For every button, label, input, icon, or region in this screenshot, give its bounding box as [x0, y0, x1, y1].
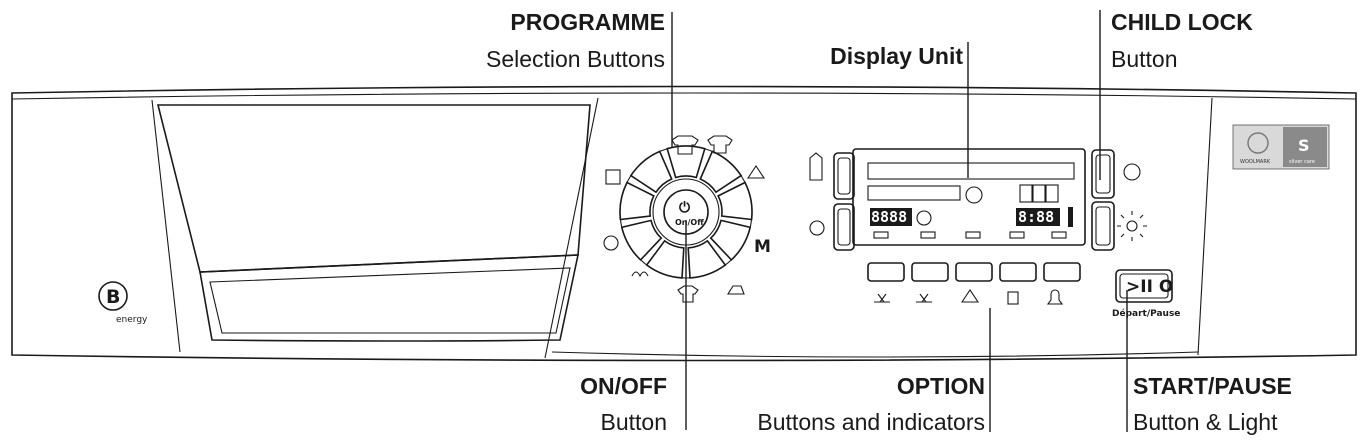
mix-icon — [605, 169, 621, 185]
child-lock-indicator-icon — [965, 186, 983, 204]
time-right-display — [1016, 208, 1060, 226]
start-pause-callout-subtitle: Button & Light — [1133, 409, 1278, 435]
programme-button[interactable] — [645, 239, 685, 279]
option-callout-title: OPTION — [896, 373, 985, 399]
shirt-bottom-icon — [677, 285, 699, 303]
child-lock-callout-title: CHILD LOCK — [1111, 9, 1253, 35]
programme-button[interactable] — [619, 181, 655, 221]
spin-speed-icon — [809, 152, 823, 181]
rinse-icon — [960, 289, 980, 303]
care-logos: WOOLMARK S silver care — [1232, 124, 1330, 170]
option-callout-subtitle: Buttons and indicators — [757, 409, 985, 435]
programme-icons: M — [603, 135, 771, 303]
silver-care-text: silver care — [1289, 159, 1315, 165]
intensive-icon — [916, 293, 932, 303]
prewash-icon — [874, 293, 890, 303]
start-pause-text: Départ/Pause — [1112, 308, 1180, 319]
delay-start-icon — [809, 220, 825, 236]
time-left-digits: 8888 — [871, 208, 907, 226]
shirt-outline-icon — [707, 135, 733, 154]
wool-icon — [603, 235, 619, 251]
detergent-icon — [1007, 291, 1019, 305]
panel-inner-top — [11, 92, 1357, 100]
power-icon: ⏻ — [679, 200, 690, 216]
woolmark-text: WOOLMARK — [1240, 159, 1271, 165]
option-button[interactable] — [867, 262, 905, 282]
programme-button[interactable] — [666, 145, 706, 179]
delay-indicator-icon — [916, 210, 932, 226]
option-icons — [874, 289, 1064, 305]
time-right-digits: 8:88 — [1018, 208, 1054, 226]
light-icon — [1117, 211, 1147, 241]
on-off-callout-subtitle: Button — [600, 409, 668, 435]
energy-letter: B — [106, 286, 120, 308]
energy-badge: B energy — [98, 281, 148, 325]
programme-callout-title: PROGRAMME — [510, 9, 665, 35]
memory-programme-label: M — [754, 237, 771, 257]
silk-icon — [631, 271, 649, 278]
panel-outline — [11, 85, 1357, 362]
child-lock-icon — [1123, 163, 1141, 181]
programme-button[interactable] — [687, 239, 727, 279]
energy-text: energy — [116, 315, 148, 325]
child-lock-button[interactable] — [1091, 149, 1115, 199]
shirt-icon — [671, 135, 699, 155]
programme-button[interactable] — [717, 181, 753, 221]
option-button[interactable] — [955, 262, 993, 282]
time-left-display — [870, 208, 912, 226]
programme-button[interactable] — [709, 219, 752, 262]
on-off-button-text: On/Off — [675, 218, 704, 227]
light-button[interactable] — [1091, 201, 1115, 251]
silver-care-icon: S — [1298, 136, 1310, 155]
programme-dial-segments — [619, 145, 753, 279]
start-pause-button[interactable]: >II O — [1115, 269, 1173, 303]
iron-icon — [727, 285, 745, 295]
option-button[interactable] — [1043, 262, 1081, 282]
woolmark-icon — [1247, 132, 1269, 154]
option-button[interactable] — [911, 262, 949, 282]
child-lock-callout-subtitle: Button — [1111, 46, 1178, 72]
display-unit: 8888 8:88 — [852, 148, 1086, 246]
alarm-bell-icon — [1046, 289, 1064, 305]
detergent-drawer[interactable] — [156, 104, 591, 342]
programme-callout-subtitle: Selection Buttons — [485, 46, 665, 72]
option-buttons — [867, 262, 1081, 282]
option-button[interactable] — [999, 262, 1037, 282]
start-pause-symbol: >II O — [1126, 277, 1173, 297]
start-pause-callout-title: START/PAUSE — [1133, 373, 1292, 399]
delay-button[interactable] — [833, 203, 855, 251]
on-off-callout-title: ON/OFF — [580, 373, 667, 399]
synthetic-icon — [746, 165, 766, 179]
programme-button[interactable] — [620, 219, 663, 262]
programme-button[interactable] — [629, 150, 673, 194]
spin-button[interactable] — [833, 152, 855, 200]
programme-button[interactable] — [699, 150, 743, 194]
display-callout-title: Display Unit — [830, 43, 963, 69]
